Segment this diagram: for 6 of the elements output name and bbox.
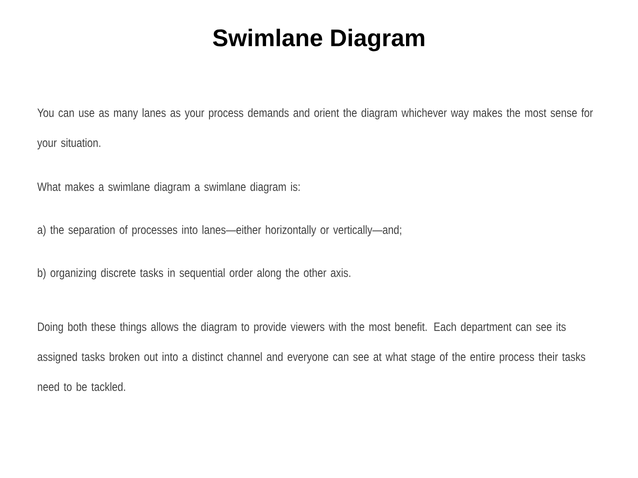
paragraph: You can use as many lanes as your process demands and orient the diagram whichever way makes the most sense for your situation. — [37, 108, 593, 150]
paragraph: b) organizing discrete tasks in sequential order along the other axis. — [38, 268, 350, 280]
paragraph: a) the separation of processes into lanes—either horizontally or vertically—and; — [38, 225, 402, 236]
slide-title: Swimlane Diagram — [213, 28, 424, 52]
paragraph: Doing both these things allows the diagram to provide viewers with the most benefit. Each department can see its assigned tasks broken out into a distinct channel and everyone can see at what stage of the entire process their tasks need to be tackled. — [38, 322, 586, 391]
paragraph: What makes a swimlane diagram a swimlane diagram is: — [37, 182, 300, 194]
